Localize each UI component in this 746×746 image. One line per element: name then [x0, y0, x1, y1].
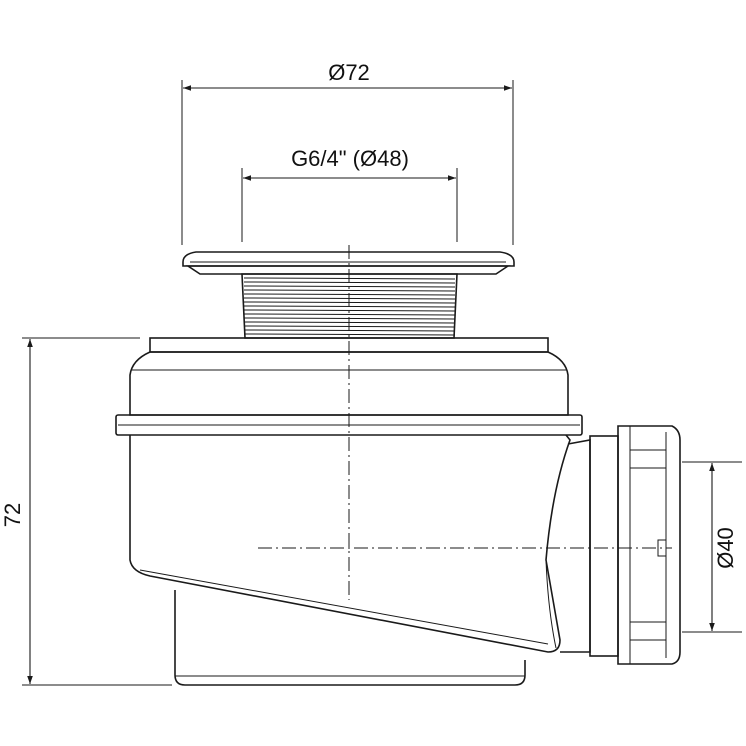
outlet-diameter-label: Ø40 — [713, 527, 738, 569]
outer-diameter-label: Ø72 — [328, 60, 370, 85]
body-lower — [129, 434, 571, 686]
dimension-height: 72 — [0, 337, 172, 686]
dimension-outlet-diameter: Ø40 — [682, 461, 742, 633]
height-label: 72 — [0, 503, 25, 527]
thread-line — [243, 285, 456, 288]
outlet-connector — [560, 425, 681, 665]
drain-cap — [182, 251, 515, 275]
thread-label: G6/4" (Ø48) — [291, 146, 409, 171]
dimension-thread: G6/4" (Ø48) — [241, 146, 458, 242]
thread-line — [243, 289, 456, 292]
thread-line — [243, 313, 456, 316]
dimension-outer-diameter: Ø72 — [181, 60, 514, 245]
thread-line — [243, 333, 456, 336]
thread-line — [243, 309, 456, 312]
